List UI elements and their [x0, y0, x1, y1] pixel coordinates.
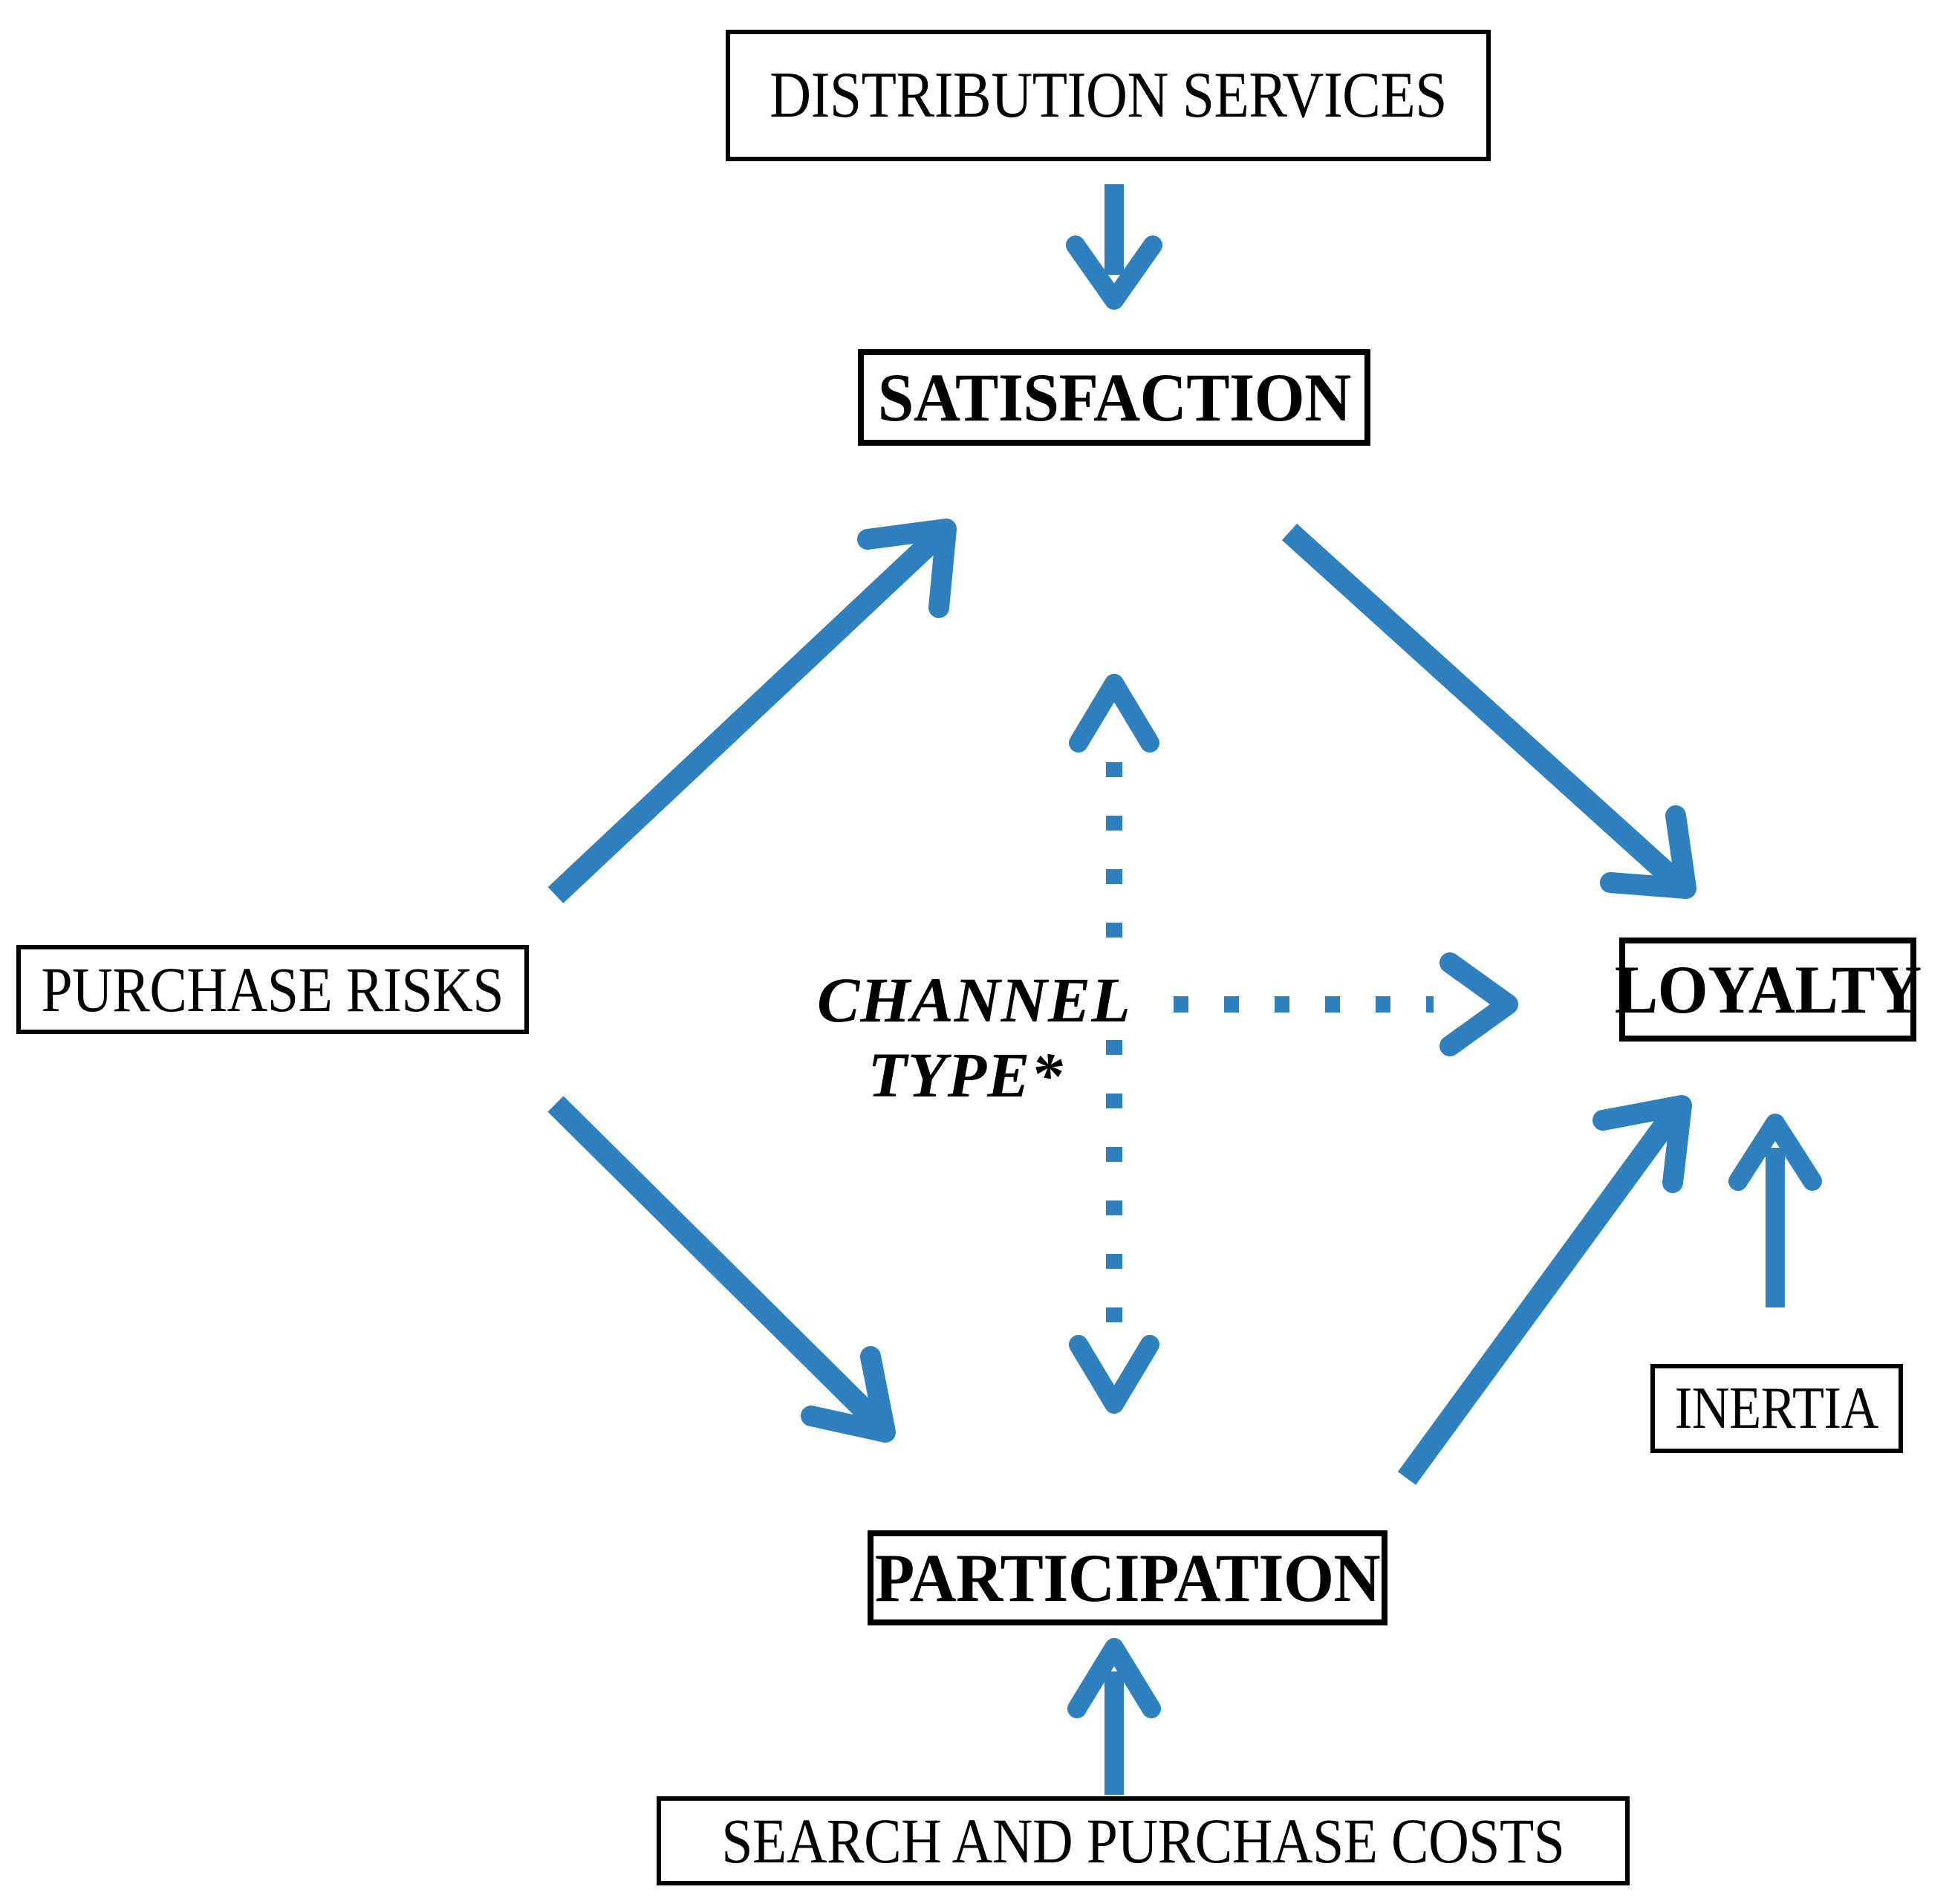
moderator-line-2: TYPE* — [868, 1039, 1064, 1111]
node-distribution-services-label: DISTRIBUTION SERVICES — [770, 59, 1447, 131]
node-loyalty-label: LOYALTY — [1614, 952, 1922, 1027]
edge-distribution-services-to-satisfaction — [1066, 184, 1162, 310]
edge-channel-type-to-loyalty — [1174, 952, 1518, 1056]
edge-channel-type-to-satisfaction — [1069, 674, 1159, 938]
node-purchase-risks-label: PURCHASE RISKS — [41, 954, 504, 1025]
node-satisfaction[interactable]: SATISFACTION — [858, 349, 1370, 446]
edge-participation-to-loyalty — [1397, 1095, 1692, 1485]
moderator-channel-type: CHANNEL TYPE* — [817, 963, 1131, 1114]
node-loyalty[interactable]: LOYALTY — [1615, 938, 1922, 1042]
edge-purchase-risks-to-participation — [547, 1096, 896, 1443]
node-participation[interactable]: PARTICIPATION — [868, 1530, 1387, 1625]
edge-search-costs-to-participation — [1067, 1638, 1161, 1795]
node-search-and-purchase-costs-label: SEARCH AND PURCHASE COSTS — [721, 1805, 1565, 1877]
node-inertia[interactable]: INERTIA — [1650, 1364, 1903, 1453]
edge-purchase-risks-to-satisfaction — [547, 519, 957, 903]
node-distribution-services[interactable]: DISTRIBUTION SERVICES — [726, 30, 1491, 161]
node-participation-label: PARTICIPATION — [874, 1540, 1381, 1616]
edge-channel-type-to-participation — [1069, 1040, 1159, 1414]
node-purchase-risks[interactable]: PURCHASE RISKS — [16, 945, 529, 1034]
edge-inertia-to-loyalty — [1728, 1114, 1822, 1307]
node-inertia-label: INERTIA — [1674, 1375, 1879, 1441]
node-search-and-purchase-costs[interactable]: SEARCH AND PURCHASE COSTS — [657, 1796, 1630, 1885]
node-satisfaction-label: SATISFACTION — [877, 360, 1351, 435]
edge-satisfaction-to-loyalty — [1281, 523, 1696, 899]
moderator-line-1: CHANNEL — [817, 964, 1131, 1036]
